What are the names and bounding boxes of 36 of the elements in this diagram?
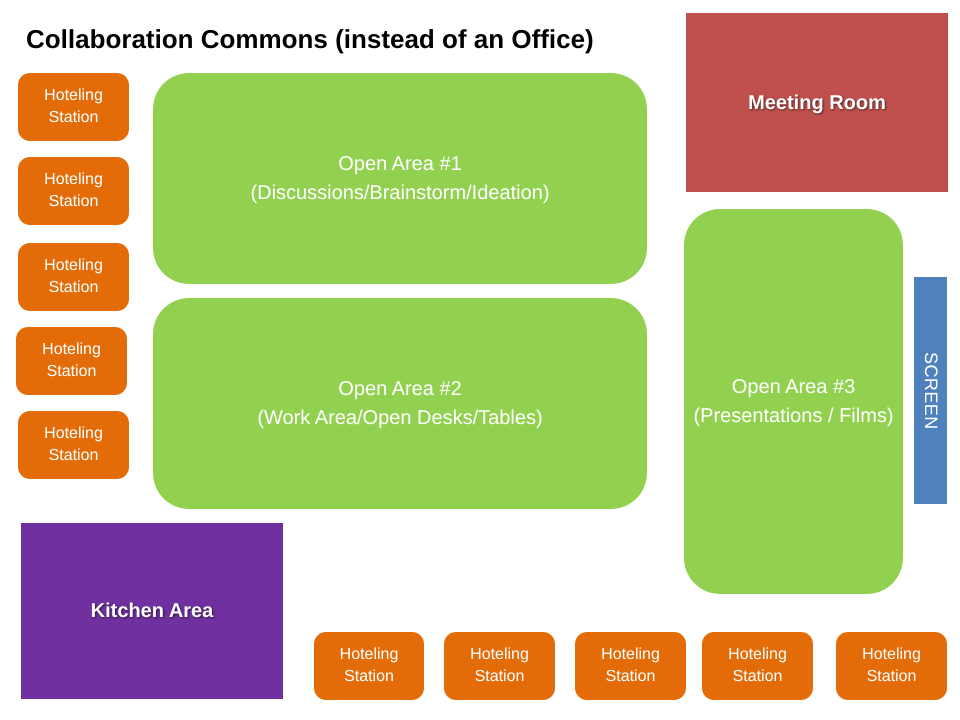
area-box <box>153 298 647 509</box>
station-label: Hoteling Station <box>43 170 104 212</box>
area-box <box>684 209 903 594</box>
station-box <box>18 157 129 225</box>
station-label: Hoteling Station <box>43 86 104 128</box>
station-label: Hoteling Station <box>727 645 788 687</box>
area-label: (Work Area/Open Desks/Tables) <box>257 406 543 430</box>
area-label: (Presentations / Films) <box>693 404 894 428</box>
station-label: Hoteling Station <box>861 645 922 687</box>
area-box <box>153 73 647 284</box>
area-label: Open Area #1 <box>338 152 462 176</box>
screen-label: SCREEN <box>920 352 942 430</box>
station-box <box>18 243 129 311</box>
screen-bar <box>914 277 947 504</box>
station-label: Hoteling Station <box>469 645 530 687</box>
room-block <box>21 523 283 699</box>
area-label: Open Area #3 <box>732 374 856 400</box>
station-label: Hoteling Station <box>600 645 661 687</box>
station-box <box>314 632 424 700</box>
station-label: Hoteling Station <box>338 645 400 687</box>
room-label: Meeting Room <box>748 90 886 116</box>
station-box <box>702 632 813 700</box>
room-block <box>686 13 948 192</box>
station-box <box>18 73 129 141</box>
station-label: Hoteling Station <box>43 256 104 298</box>
diagram-title: Collaboration Commons (instead of an Office) <box>26 23 594 56</box>
station-box <box>444 632 555 700</box>
station-label: Hoteling Station <box>43 424 104 466</box>
station-box <box>18 411 129 479</box>
station-label: Hoteling Station <box>41 340 102 382</box>
station-box <box>836 632 947 700</box>
station-box <box>16 327 127 395</box>
area-label: Open Area #2 <box>338 376 462 402</box>
station-box <box>575 632 686 700</box>
area-label: (Discussions/Brainstorm/Ideation) <box>250 180 550 206</box>
room-label: Kitchen Area <box>90 599 214 624</box>
